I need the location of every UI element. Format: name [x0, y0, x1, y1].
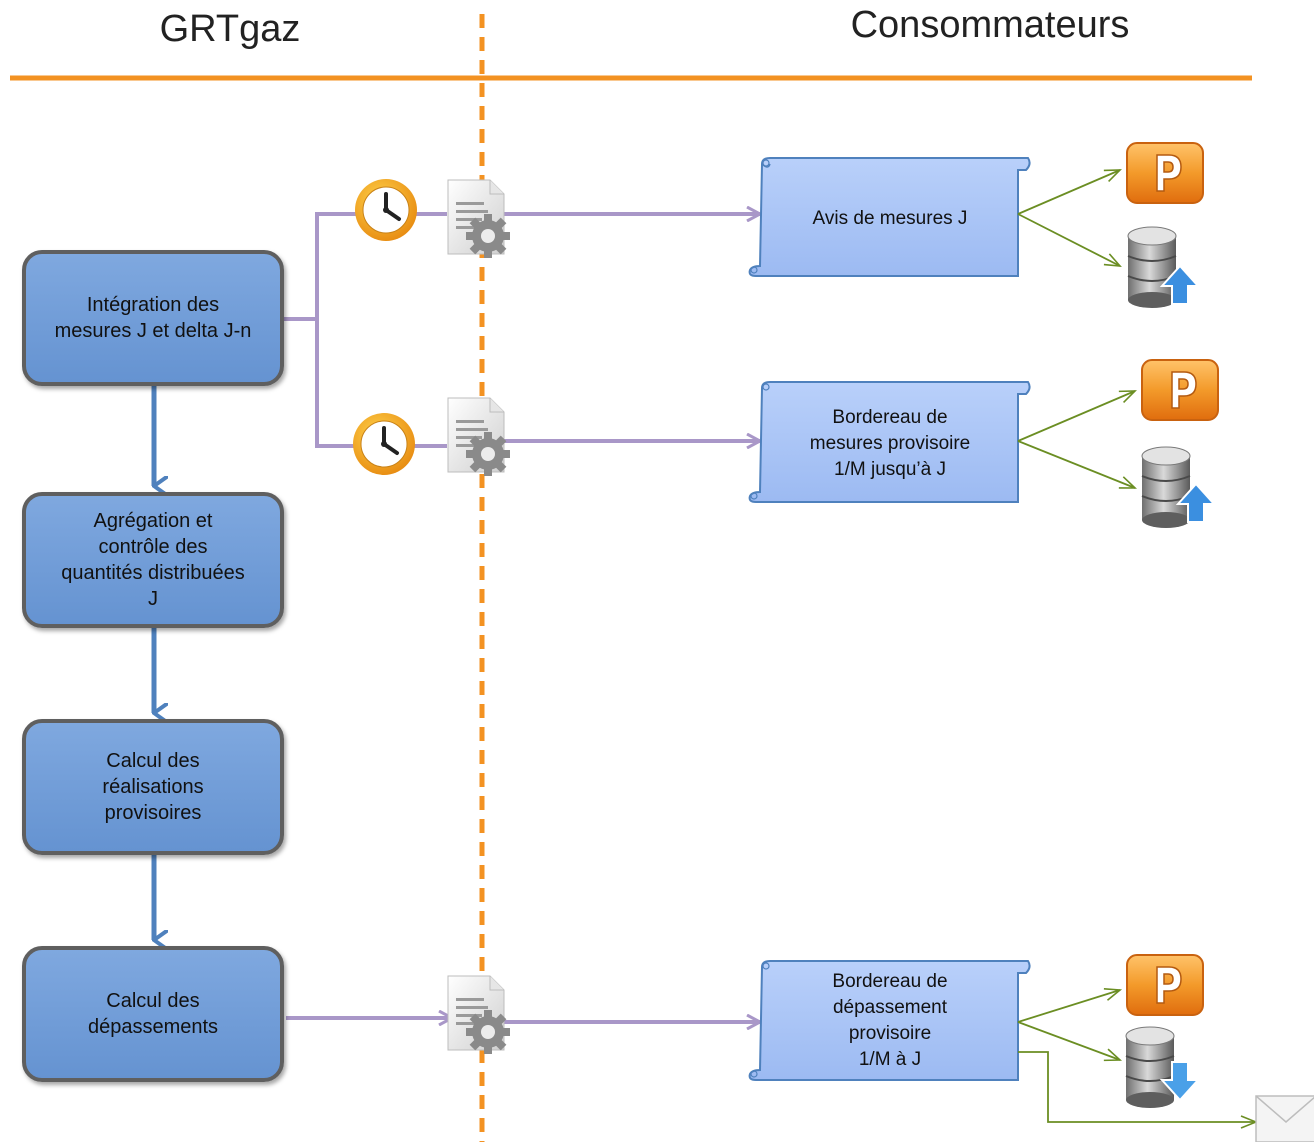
output-arrow-2b	[1017, 440, 1135, 489]
portal-p-icon	[1141, 359, 1219, 421]
document-avis	[748, 157, 1031, 277]
output-arrow-2a	[1017, 391, 1135, 442]
step-agregation-controle: Agrégation et contrôle des quantités dis…	[22, 492, 284, 628]
portal-p-icon	[1126, 142, 1204, 204]
document-bordereau-mesures	[748, 381, 1031, 503]
document-gear-icon	[447, 397, 511, 477]
flow-branch-lower	[315, 319, 357, 448]
step-calcul-realisations: Calcul des réalisations provisoires	[22, 719, 284, 855]
output-arrow-3b	[1017, 1021, 1120, 1060]
document-avis-label: Avis de mesures J	[812, 208, 968, 229]
step-calcul-depassements: Calcul des dépassements	[22, 946, 284, 1082]
database-upload-icon	[1127, 226, 1199, 309]
output-arrow-3a	[1017, 990, 1120, 1023]
document-gear-icon	[447, 975, 511, 1055]
mail-icon	[1255, 1095, 1314, 1142]
document-bordereau-depassement-label: Bordereau de dépassement provisoire 1/M …	[832, 971, 948, 1070]
flow-branch-upper	[315, 212, 359, 319]
step-integration-mesures: Intégration des mesures J et delta J-n	[22, 250, 284, 386]
output-arrow-mail	[1018, 1051, 1256, 1122]
document-bordereau-mesures-label: Bordereau de mesures provisoire 1/M jusq…	[809, 407, 971, 480]
clock-icon	[353, 177, 419, 243]
lane-header-consommateurs: Consommateurs	[850, 4, 1130, 46]
output-arrow-1b	[1017, 213, 1120, 266]
output-arrow-1a	[1017, 170, 1120, 215]
lane-header-grtgaz: GRTgaz	[159, 8, 301, 50]
database-upload-icon	[1141, 446, 1215, 529]
clock-icon	[351, 411, 417, 477]
document-bordereau-depassement	[748, 960, 1031, 1081]
document-gear-icon	[447, 179, 511, 259]
portal-p-icon	[1126, 954, 1204, 1016]
database-download-icon	[1125, 1026, 1199, 1109]
